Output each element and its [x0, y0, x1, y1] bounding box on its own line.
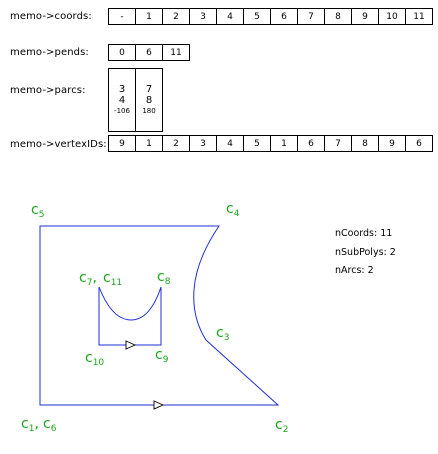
vertex-label-c5: c5	[31, 202, 44, 220]
vertexids-label: memo->vertexIDs:	[10, 139, 107, 150]
parc-end: 4	[118, 95, 126, 106]
pends-array: 0 6 11	[108, 44, 190, 61]
vertex-label-c2: c2	[275, 417, 288, 435]
nsubpolys-text: nSubPolys: 2	[335, 247, 396, 258]
vertex-label-c3: c3	[216, 325, 229, 343]
parc-start: 7	[145, 84, 153, 95]
vertex-label-c4: c4	[226, 201, 240, 219]
vertexids-cell: 6	[405, 135, 433, 152]
vertex-label-c10: c10	[85, 350, 104, 368]
inner-polygon	[98, 286, 162, 346]
parcs-cell: 7 8 180	[135, 68, 163, 132]
coords-cell: 11	[405, 8, 433, 25]
parcs-label: memo->parcs:	[10, 85, 86, 96]
parc-end: 8	[145, 95, 153, 106]
ncoords-text: nCoords: 11	[335, 228, 393, 239]
pends-label: memo->pends:	[10, 47, 89, 58]
outer-polygon	[39, 225, 280, 406]
vertex-label-c11: c11	[103, 270, 122, 288]
parcs-array: 3 4 -106 7 8 180	[108, 68, 163, 132]
vertexids-array: 9 1 2 3 4 5 1 6 7 8 9 6	[108, 135, 433, 152]
vertex-label-c6: c6	[43, 416, 57, 434]
coords-label: memo->coords:	[10, 11, 92, 22]
coords-array: - 1 2 3 4 5 6 7 8 9 10 11	[108, 8, 433, 25]
vertex-label-c9: c9	[155, 347, 169, 365]
parc-angle: -106	[114, 107, 130, 115]
outer-direction-arrow	[153, 400, 165, 410]
pends-cell: 11	[162, 44, 190, 61]
vertex-label-c7: c7,	[79, 270, 97, 288]
inner-direction-arrow	[125, 340, 137, 350]
parc-start: 3	[118, 84, 126, 95]
parc-angle: 180	[142, 107, 156, 115]
narcs-text: nArcs: 2	[335, 265, 374, 276]
vertex-label-c1: c1,	[21, 416, 39, 434]
vertex-label-c8: c8	[157, 269, 171, 287]
